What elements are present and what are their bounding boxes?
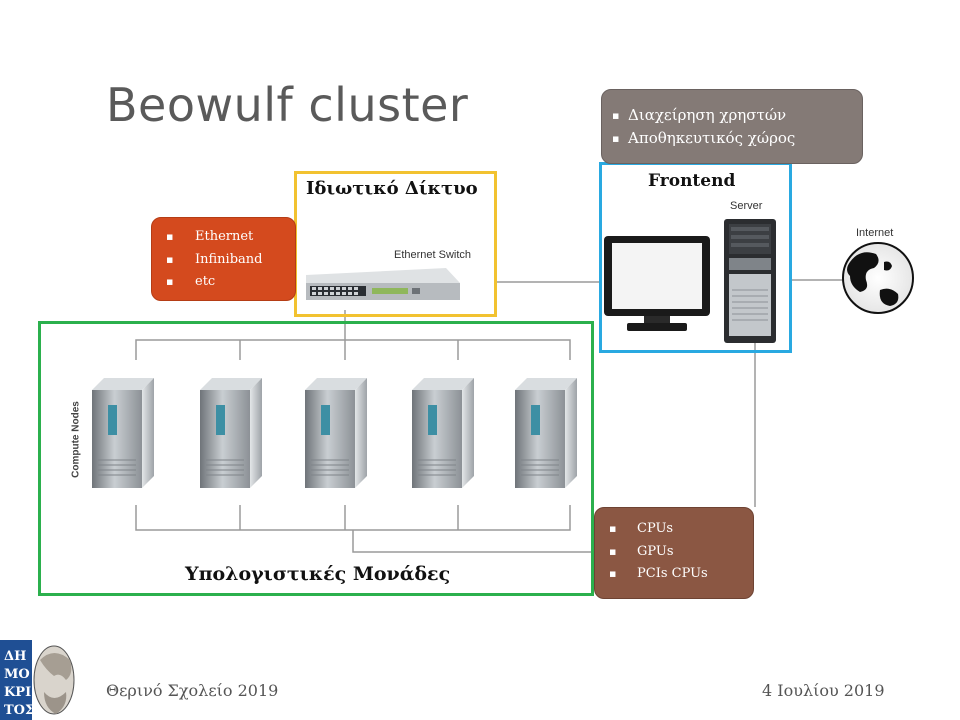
compute-node-server-icon bbox=[412, 378, 474, 488]
hardware-item: CPUs bbox=[595, 518, 753, 541]
server-label: Server bbox=[730, 200, 763, 212]
compute-node-server-icon bbox=[92, 378, 154, 488]
network-type-item: Infiniband bbox=[152, 249, 295, 272]
server-tower-icon bbox=[724, 219, 776, 343]
compute-bottom-bus bbox=[135, 505, 571, 531]
management-item: Διαχείρηση χρηστών bbox=[602, 104, 862, 127]
private-network-label: Ιδιωτικό Δίκτυο bbox=[306, 178, 478, 199]
ethernet-switch-label: Ethernet Switch bbox=[394, 249, 472, 261]
svg-text:ΜΟ: ΜΟ bbox=[4, 667, 30, 682]
demokritos-logo: ΔΗ ΜΟ ΚΡΙ ΤΟΣ bbox=[0, 640, 75, 720]
network-type-item: etc bbox=[152, 271, 295, 294]
slide-title: Beowulf cluster bbox=[106, 78, 469, 132]
svg-text:ΤΟΣ: ΤΟΣ bbox=[4, 703, 34, 718]
link-compute-bus bbox=[352, 530, 594, 553]
hardware-item: GPUs bbox=[595, 541, 753, 564]
hardware-callout: CPUs GPUs PCIs CPUs bbox=[594, 507, 754, 599]
frontend-label: Frontend bbox=[648, 171, 736, 191]
footer-date: 4 Ιουλίου 2019 bbox=[762, 681, 885, 700]
network-type-item: Ethernet bbox=[152, 226, 295, 249]
internet-globe-icon bbox=[842, 242, 914, 314]
compute-node-server-icon bbox=[515, 378, 577, 488]
compute-nodes-group bbox=[92, 378, 577, 488]
internet-label: Internet bbox=[856, 227, 894, 239]
ethernet-switch-icon bbox=[306, 268, 460, 300]
compute-top-bus bbox=[135, 339, 571, 360]
management-item: Αποθηκευτικός χώρος bbox=[602, 127, 862, 150]
management-callout: Διαχείρηση χρηστών Αποθηκευτικός χώρος bbox=[601, 89, 863, 164]
svg-text:ΔΗ: ΔΗ bbox=[4, 649, 26, 664]
monitor-icon bbox=[604, 236, 710, 331]
compute-nodes-side-label: Compute Nodes bbox=[70, 401, 82, 478]
footer-event: Θερινό Σχολείο 2019 bbox=[106, 681, 279, 700]
hardware-item: PCIs CPUs bbox=[595, 563, 753, 586]
compute-node-server-icon bbox=[200, 378, 262, 488]
compute-node-server-icon bbox=[305, 378, 367, 488]
svg-text:ΚΡΙ: ΚΡΙ bbox=[4, 685, 31, 700]
compute-units-label: Υπολογιστικές Μονάδες bbox=[185, 563, 451, 585]
network-types-callout: Ethernet Infiniband etc bbox=[151, 217, 296, 301]
compute-units-frame bbox=[38, 321, 594, 596]
